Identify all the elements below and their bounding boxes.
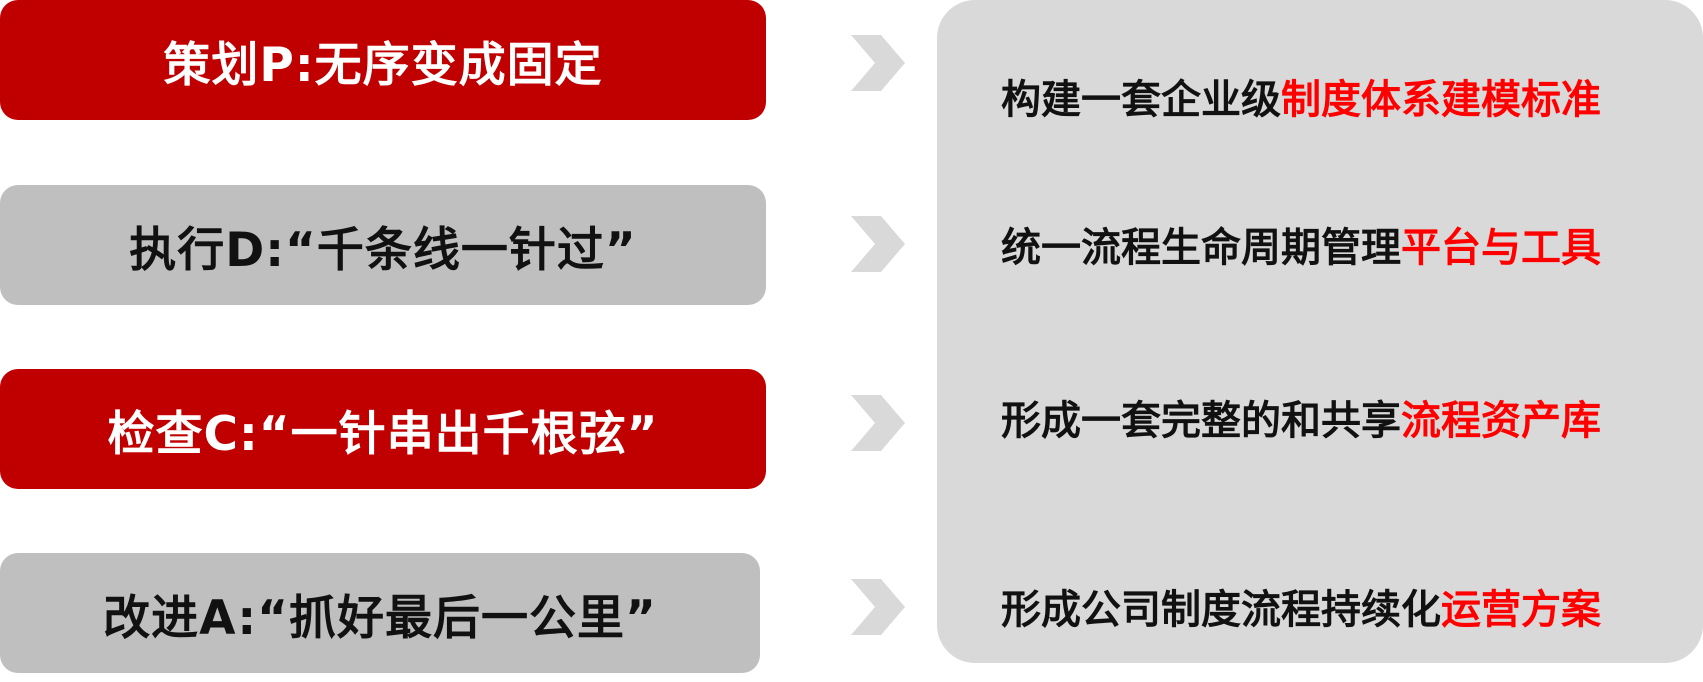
result-item: 形成一套完整的和共享流程资产库 [1001,401,1601,441]
chevron-right-icon [851,216,905,272]
chevron-right-icon [851,35,905,91]
result-highlight: 平台与工具 [1401,225,1601,271]
result-text: 统一流程生命周期管理 [1001,225,1401,271]
result-highlight: 流程资产库 [1401,398,1601,444]
stage-do: 执行D:“千条线一针过” [0,185,766,305]
chevron-right-icon [851,395,905,451]
stage-act: 改进A:“抓好最后一公里” [0,553,760,673]
result-text: 构建一套企业级 [1001,77,1281,123]
result-highlight: 运营方案 [1441,587,1601,633]
stage-plan: 策划P:无序变成固定 [0,0,766,120]
results-panel [937,0,1703,663]
result-text: 形成公司制度流程持续化 [1001,587,1441,633]
chevron-right-icon [851,579,905,635]
stage-check: 检查C:“一针串出千根弦” [0,369,766,489]
result-item: 统一流程生命周期管理平台与工具 [1001,228,1601,268]
result-text: 形成一套完整的和共享 [1001,398,1401,444]
result-item: 形成公司制度流程持续化运营方案 [1001,590,1601,630]
result-item: 构建一套企业级制度体系建模标准 [1001,80,1601,120]
result-highlight: 制度体系建模标准 [1281,77,1601,123]
